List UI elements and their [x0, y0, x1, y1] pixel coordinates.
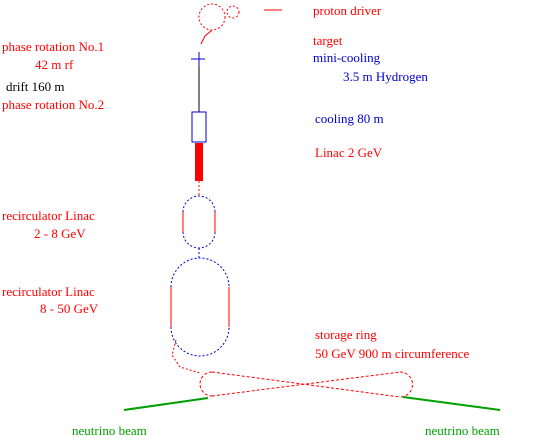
label-proton-driver: proton driver — [313, 3, 382, 18]
label-drift: drift 160 m — [6, 79, 65, 94]
label-mini-cooling: mini-cooling — [313, 50, 381, 65]
label-target: target — [313, 33, 343, 48]
neutrino-beam-left-line — [123, 397, 209, 411]
label-linac: Linac 2 GeV — [315, 145, 383, 160]
label-storage-ring-spec: 50 GeV 900 m circumference — [315, 346, 470, 361]
label-neutrino-beam-left: neutrino beam — [72, 423, 147, 438]
neutrino-beam-right-line — [402, 396, 501, 411]
target-element — [191, 52, 205, 66]
label-neutrino-beam-right: neutrino beam — [425, 423, 500, 438]
cooling-section — [191, 111, 207, 143]
storage-ring — [199, 371, 413, 398]
transfer-line — [171, 339, 201, 374]
label-recirc-2-title: recirculator Linac — [2, 284, 95, 299]
label-recirc-2-energy: 8 - 50 GeV — [40, 301, 99, 316]
label-phase-rotation-1: phase rotation No.1 — [2, 39, 105, 54]
label-rf-42m: 42 m rf — [35, 57, 74, 72]
label-cooling: cooling 80 m — [315, 111, 384, 126]
proton-driver-ring — [198, 3, 240, 31]
proton-driver-feed — [200, 29, 213, 45]
label-recirc-1-title: recirculator Linac — [2, 208, 95, 223]
label-phase-rotation-2: phase rotation No.2 — [2, 97, 105, 112]
recirculator-linac-2 — [170, 257, 230, 357]
label-storage-ring: storage ring — [315, 327, 377, 342]
label-hydrogen: 3.5 m Hydrogen — [343, 69, 428, 84]
label-recirc-1-energy: 2 - 8 GeV — [34, 226, 86, 241]
recirculator-linac-1 — [182, 195, 216, 249]
linac-section — [195, 143, 203, 181]
